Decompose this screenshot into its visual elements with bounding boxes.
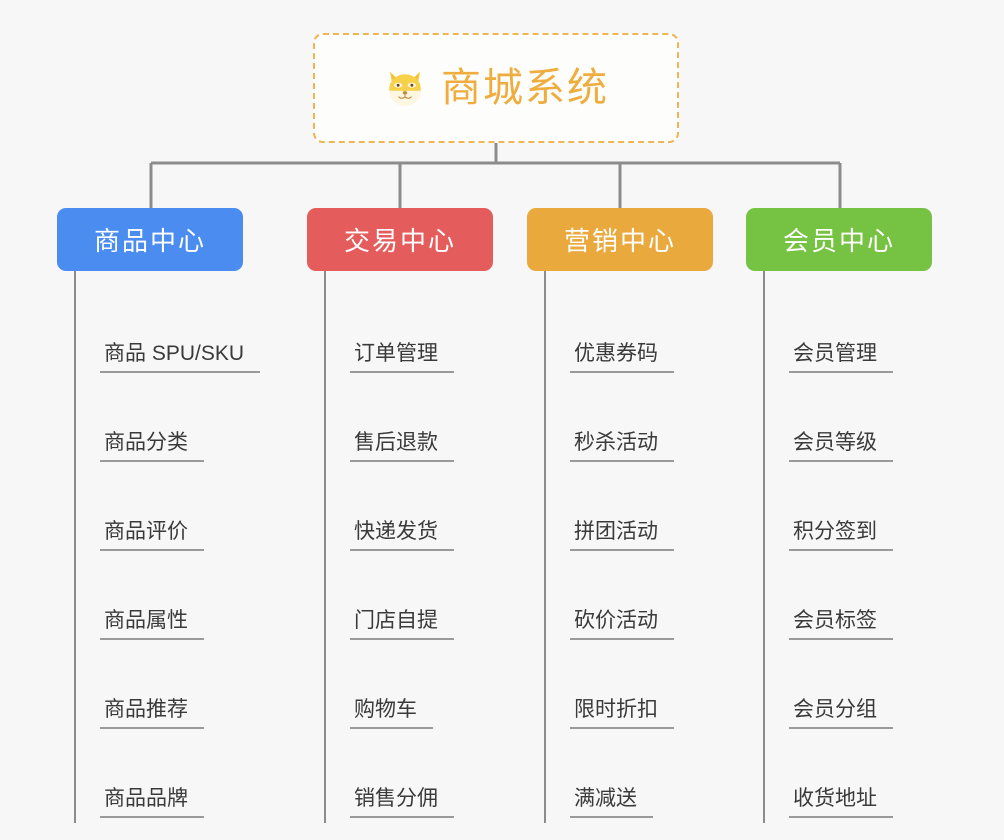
branch-header-label: 交易中心 [343,226,456,256]
leaf-label: 砍价活动 [570,609,674,640]
leaf-item[interactable]: 收货地址 [763,734,932,823]
leaf-label: 商品评价 [100,520,204,551]
leaf-label: 商品 SPU/SKU [100,342,261,373]
leaf-label: 会员管理 [789,342,893,373]
leaf-item[interactable]: 限时折扣 [544,645,713,734]
leaf-item[interactable]: 会员标签 [763,556,932,645]
branch-header-label: 会员中心 [782,226,895,256]
leaf-list-product: 商品 SPU/SKU 商品分类 商品评价 商品属性 商品推荐 商品品牌 [57,271,261,823]
leaf-label: 门店自提 [350,609,454,640]
leaf-label: 商品分类 [100,431,204,462]
branch-header-member[interactable]: 会员中心 [746,208,932,271]
leaf-list-member: 会员管理 会员等级 积分签到 会员标签 会员分组 收货地址 [746,271,932,823]
leaf-item[interactable]: 售后退款 [324,378,493,467]
branch-header-label: 营销中心 [563,226,676,256]
leaf-item[interactable]: 拼团活动 [544,467,713,556]
leaf-item[interactable]: 会员分组 [763,645,932,734]
leaf-item[interactable]: 秒杀活动 [544,378,713,467]
leaf-item[interactable]: 商品品牌 [74,734,243,823]
leaf-item[interactable]: 商品分类 [74,378,243,467]
leaf-item[interactable]: 会员等级 [763,378,932,467]
branch-column-trade: 交易中心 订单管理 售后退款 快递发货 门店自提 购物车 销售分佣 [307,208,493,823]
leaf-label: 快递发货 [350,520,454,551]
branch-column-member: 会员中心 会员管理 会员等级 积分签到 会员标签 会员分组 收货地址 [746,208,932,823]
leaf-label: 会员标签 [789,609,893,640]
leaf-item[interactable]: 优惠券码 [544,289,713,378]
leaf-item[interactable]: 会员管理 [763,289,932,378]
leaf-item[interactable]: 商品 SPU/SKU [74,289,261,378]
branch-header-label: 商品中心 [93,226,206,256]
branch-column-product: 商品中心 商品 SPU/SKU 商品分类 商品评价 商品属性 商品推荐 商品品牌 [57,208,261,823]
leaf-item[interactable]: 积分签到 [763,467,932,556]
root-title: 商城系统 [441,66,609,110]
leaf-label: 满减送 [570,787,653,818]
shiba-dog-face-icon [383,66,427,110]
root-node[interactable]: 商城系统 [313,33,679,143]
leaf-label: 售后退款 [350,431,454,462]
leaf-item[interactable]: 购物车 [324,645,493,734]
leaf-item[interactable]: 销售分佣 [324,734,493,823]
leaf-label: 商品属性 [100,609,204,640]
leaf-item[interactable]: 商品评价 [74,467,243,556]
leaf-label: 积分签到 [789,520,893,551]
leaf-item[interactable]: 商品推荐 [74,645,243,734]
leaf-label: 购物车 [350,698,433,729]
leaf-label: 拼团活动 [570,520,674,551]
branch-column-marketing: 营销中心 优惠券码 秒杀活动 拼团活动 砍价活动 限时折扣 满减送 [527,208,713,823]
leaf-label: 收货地址 [789,787,893,818]
leaf-item[interactable]: 满减送 [544,734,713,823]
leaf-label: 商品推荐 [100,698,204,729]
leaf-item[interactable]: 订单管理 [324,289,493,378]
leaf-label: 优惠券码 [570,342,674,373]
leaf-item[interactable]: 快递发货 [324,467,493,556]
leaf-list-marketing: 优惠券码 秒杀活动 拼团活动 砍价活动 限时折扣 满减送 [527,271,713,823]
leaf-item[interactable]: 砍价活动 [544,556,713,645]
leaf-label: 会员等级 [789,431,893,462]
leaf-label: 会员分组 [789,698,893,729]
leaf-label: 订单管理 [350,342,454,373]
branch-header-product[interactable]: 商品中心 [57,208,243,271]
leaf-list-trade: 订单管理 售后退款 快递发货 门店自提 购物车 销售分佣 [307,271,493,823]
leaf-label: 销售分佣 [350,787,454,818]
leaf-item[interactable]: 商品属性 [74,556,243,645]
leaf-label: 限时折扣 [570,698,674,729]
branch-header-marketing[interactable]: 营销中心 [527,208,713,271]
leaf-label: 商品品牌 [100,787,204,818]
leaf-label: 秒杀活动 [570,431,674,462]
leaf-item[interactable]: 门店自提 [324,556,493,645]
branch-header-trade[interactable]: 交易中心 [307,208,493,271]
